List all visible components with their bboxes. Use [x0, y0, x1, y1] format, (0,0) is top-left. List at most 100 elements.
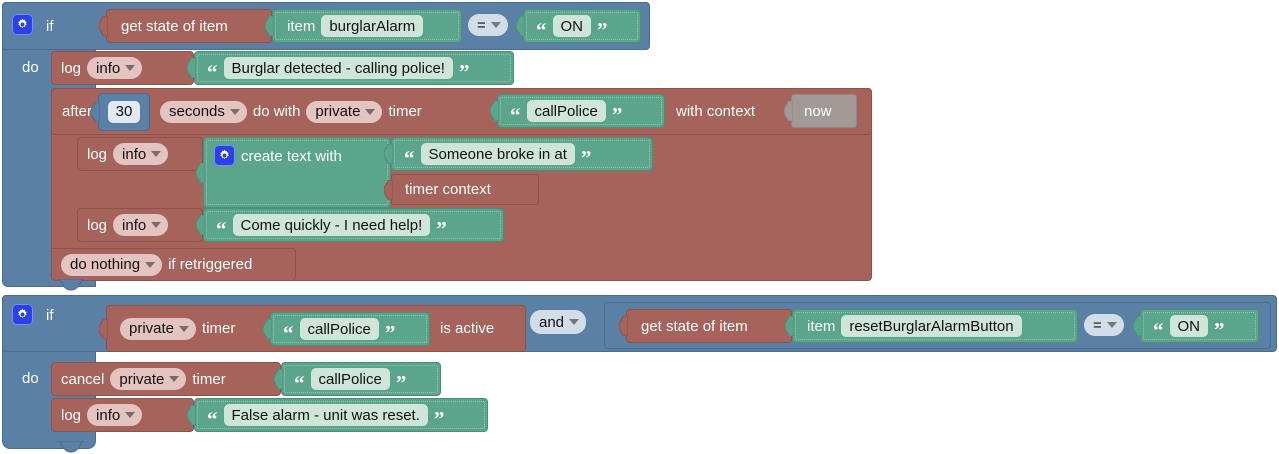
- rule1-after-body-log-block[interactable]: log info: [77, 137, 203, 171]
- rule2-log-block[interactable]: log info: [51, 398, 194, 432]
- rule2-cancel-scope-dropdown[interactable]: private: [110, 368, 187, 390]
- rule2-gear-icon[interactable]: [12, 304, 35, 327]
- chevron-down-icon: [145, 261, 156, 268]
- rule1-bottom-notch-icon: [58, 279, 84, 291]
- rule1-after-withcontext-label: with context: [676, 103, 756, 120]
- rule2-do-label: do: [22, 370, 39, 387]
- rule2-compare-value-field[interactable]: ON: [1169, 315, 1208, 337]
- rule1-after-body-log-block-2[interactable]: log info: [77, 208, 203, 242]
- rule2-logic-operator-value: and: [539, 313, 565, 331]
- rule2-log-verb: log: [61, 406, 82, 424]
- rule1-if-label: if: [46, 18, 54, 35]
- rule1-log1-message-block[interactable]: “ Burglar detected - calling police! ”: [187, 51, 514, 85]
- rule1-operator-value: =: [477, 16, 486, 34]
- rule2-timer-name-field[interactable]: callPolice: [299, 318, 379, 340]
- rule1-retrigger-label: if retriggered: [168, 256, 253, 273]
- rule2-item-name-field[interactable]: resetBurglarAlarmButton: [841, 315, 1022, 337]
- rule1-create-text-part1-block[interactable]: “ Someone broke in at ”: [384, 137, 653, 171]
- rule1-after-header[interactable]: after 30 seconds do with private timer: [51, 88, 872, 135]
- chevron-down-icon: [151, 151, 162, 157]
- rule1-item-block[interactable]: item burglarAlarm: [265, 9, 462, 43]
- rule1-after-log-verb: log: [87, 145, 108, 163]
- rule1-after-context-value: now: [804, 102, 832, 120]
- rule1-log1-verb: log: [61, 59, 82, 77]
- rule2-log-message-field[interactable]: False alarm - unit was reset.: [223, 404, 428, 426]
- rule1-after-log-level-value: info: [122, 145, 147, 163]
- rule2-timer-label: timer: [202, 320, 236, 337]
- puzzle-tab-icon: [91, 101, 101, 122]
- chevron-down-icon: [569, 319, 580, 325]
- rule1-after-log2-message-block[interactable]: “ Come quickly - I need help! ”: [196, 208, 504, 242]
- rule1-log1-message-field[interactable]: Burglar detected - calling police!: [223, 57, 453, 79]
- rule2-logic-operator-dropdown[interactable]: and: [530, 310, 587, 334]
- chevron-down-icon: [490, 22, 501, 28]
- rule1-compare-value-field[interactable]: ON: [552, 15, 591, 37]
- rule2-log-level-value: info: [96, 406, 121, 424]
- rule1-after-unit-value: seconds: [169, 103, 225, 120]
- rule2-timer-scope-value: private: [129, 320, 175, 337]
- rule1-after-log-level-dropdown[interactable]: info: [113, 143, 169, 165]
- chevron-down-icon: [151, 222, 162, 228]
- rule1-after-scope-dropdown[interactable]: private: [306, 100, 383, 123]
- rule2-get-state-block[interactable]: get state of item: [619, 309, 792, 343]
- puzzle-tab-icon: [187, 58, 196, 78]
- rule2-compare-operator-value: =: [1093, 316, 1102, 334]
- puzzle-tab-icon: [490, 101, 499, 121]
- chevron-down-icon: [1106, 322, 1117, 328]
- rule1-create-text-label: create text with: [241, 148, 342, 165]
- puzzle-tab-icon: [196, 162, 205, 183]
- rule1-after-timer-name-block[interactable]: “ callPolice ”: [490, 94, 665, 128]
- rule2-bottom-notch-icon: [58, 441, 84, 453]
- rule1-item-name-field[interactable]: burglarAlarm: [321, 15, 424, 37]
- rule1-create-text-part2-block[interactable]: timer context: [384, 174, 539, 205]
- rule2-compare-operator-dropdown[interactable]: =: [1084, 314, 1124, 336]
- chevron-down-icon: [125, 412, 136, 418]
- rule1-gear-icon[interactable]: [12, 14, 35, 37]
- rule1-retrigger-footer[interactable]: do nothing if retriggered: [51, 248, 296, 281]
- rule1-compare-text-block[interactable]: “ ON ”: [516, 9, 641, 43]
- puzzle-tab-icon: [516, 16, 525, 36]
- rule2-cancel-timer-name-block[interactable]: “ callPolice ”: [274, 362, 441, 396]
- rule1-after-log2-verb: log: [87, 216, 108, 234]
- rule1-after-unit-dropdown[interactable]: seconds: [160, 100, 247, 123]
- rule1-item-label: item: [287, 17, 316, 35]
- rule1-after-amount-field[interactable]: 30: [107, 100, 141, 123]
- rule1-create-text-block[interactable]: create text with: [196, 137, 391, 208]
- chevron-down-icon: [125, 65, 136, 71]
- rule2-log-message-block[interactable]: “ False alarm - unit was reset. ”: [187, 398, 488, 432]
- rule2-cancel-timer-name-field[interactable]: callPolice: [310, 368, 390, 390]
- rule2-timer-scope-dropdown[interactable]: private: [120, 317, 197, 340]
- puzzle-tab-icon: [263, 319, 272, 339]
- puzzle-tab-icon: [274, 369, 283, 389]
- rule1-after-context-block[interactable]: now: [784, 94, 857, 128]
- rule2-timer-name-block[interactable]: “ callPolice ”: [263, 312, 430, 346]
- rule1-timer-context-label: timer context: [405, 181, 491, 198]
- rule1-after-log2-message-field[interactable]: Come quickly - I need help!: [232, 214, 431, 236]
- rule2-is-active-label: is active: [440, 320, 495, 337]
- rule2-compare-text-block[interactable]: “ ON ”: [1133, 309, 1259, 343]
- rule2-get-state-label: get state of item: [641, 317, 748, 335]
- rule1-create-text-part1-field[interactable]: Someone broke in at: [420, 143, 575, 165]
- rule1-log1-level-dropdown[interactable]: info: [87, 57, 143, 79]
- puzzle-tab-icon: [619, 316, 628, 336]
- rule1-log-block-1[interactable]: log info: [51, 51, 194, 85]
- rule2-item-block[interactable]: item resetBurglarAlarmButton: [785, 309, 1078, 343]
- rule1-get-state-label: get state of item: [121, 17, 228, 35]
- gear-icon: [12, 14, 33, 35]
- gear-icon[interactable]: [214, 145, 235, 166]
- puzzle-tab-icon: [784, 101, 793, 121]
- rule1-operator-dropdown[interactable]: =: [468, 14, 508, 36]
- rule1-after-dowith-label: do with: [252, 103, 301, 120]
- rule1-log1-level-value: info: [96, 59, 121, 77]
- rule1-after-timer-name-field[interactable]: callPolice: [526, 100, 606, 122]
- puzzle-tab-icon: [99, 318, 108, 339]
- chevron-down-icon: [365, 108, 376, 115]
- puzzle-tab-icon: [384, 179, 393, 200]
- rule1-retrigger-action-dropdown[interactable]: do nothing: [61, 253, 163, 276]
- rule1-after-amount-block[interactable]: 30: [91, 92, 151, 131]
- rule2-log-level-dropdown[interactable]: info: [87, 404, 143, 426]
- puzzle-tab-icon: [1133, 316, 1142, 336]
- rule2-cancel-timer-block[interactable]: cancel private timer: [51, 362, 281, 396]
- rule1-get-state-block[interactable]: get state of item: [99, 9, 272, 43]
- rule1-after-log2-level-dropdown[interactable]: info: [113, 214, 169, 236]
